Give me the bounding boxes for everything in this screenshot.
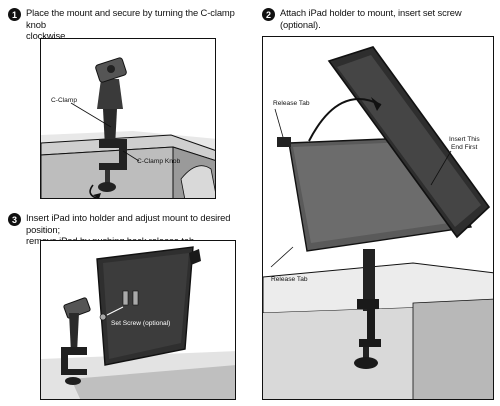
step-2-text-line-1: Attach iPad holder to mount, insert set …	[280, 7, 462, 30]
c-clamp	[61, 347, 68, 373]
ipad-insert-drawing: Set Screw (optional)	[41, 241, 235, 399]
ipad-holder-attach-drawing: Release Tab Insert This End First Releas…	[263, 37, 493, 399]
step-1-number: 1	[8, 8, 21, 21]
hand-drawing	[180, 165, 215, 198]
step-1-illustration: C-Clamp C-Clamp Knob	[40, 38, 216, 199]
insert-end-label-line-1: Insert This	[449, 136, 480, 143]
c-clamp	[367, 309, 375, 345]
step-3-illustration: Set Screw (optional)	[40, 240, 236, 400]
step-1-text-line-1: Place the mount and secure by turning th…	[26, 7, 235, 30]
step-3-text-line-1: Insert iPad into holder and adjust mount…	[26, 212, 231, 235]
step-1-header: 1 Place the mount and secure by turning …	[8, 7, 243, 42]
release-tab	[189, 249, 201, 265]
insert-end-label-line-2: End First	[451, 144, 478, 151]
release-tab-bottom-label: Release Tab	[271, 276, 308, 283]
release-tab-top	[277, 137, 291, 147]
step-3-number: 3	[8, 213, 21, 226]
step-1-text-line-2: clockwise.	[26, 30, 68, 41]
c-clamp-label: C-Clamp	[51, 97, 77, 104]
c-clamp-knob	[98, 182, 116, 192]
set-screw-label: Set Screw (optional)	[111, 320, 170, 327]
mount-pole	[363, 249, 375, 311]
c-clamp-knob	[354, 357, 378, 369]
step-2-illustration: Release Tab Insert This End First Releas…	[262, 36, 494, 400]
c-clamp-knob-label: C-Clamp Knob	[137, 158, 181, 165]
release-tab-top-label: Release Tab	[273, 100, 310, 107]
step-2-number: 2	[262, 8, 275, 21]
c-clamp	[119, 139, 127, 169]
c-clamp-mount-drawing: C-Clamp C-Clamp Knob	[41, 39, 215, 198]
c-clamp-knob	[65, 377, 81, 385]
mount-pole	[103, 109, 117, 147]
step-2-header: 2 Attach iPad holder to mount, insert se…	[262, 7, 497, 30]
set-screw	[122, 290, 129, 306]
